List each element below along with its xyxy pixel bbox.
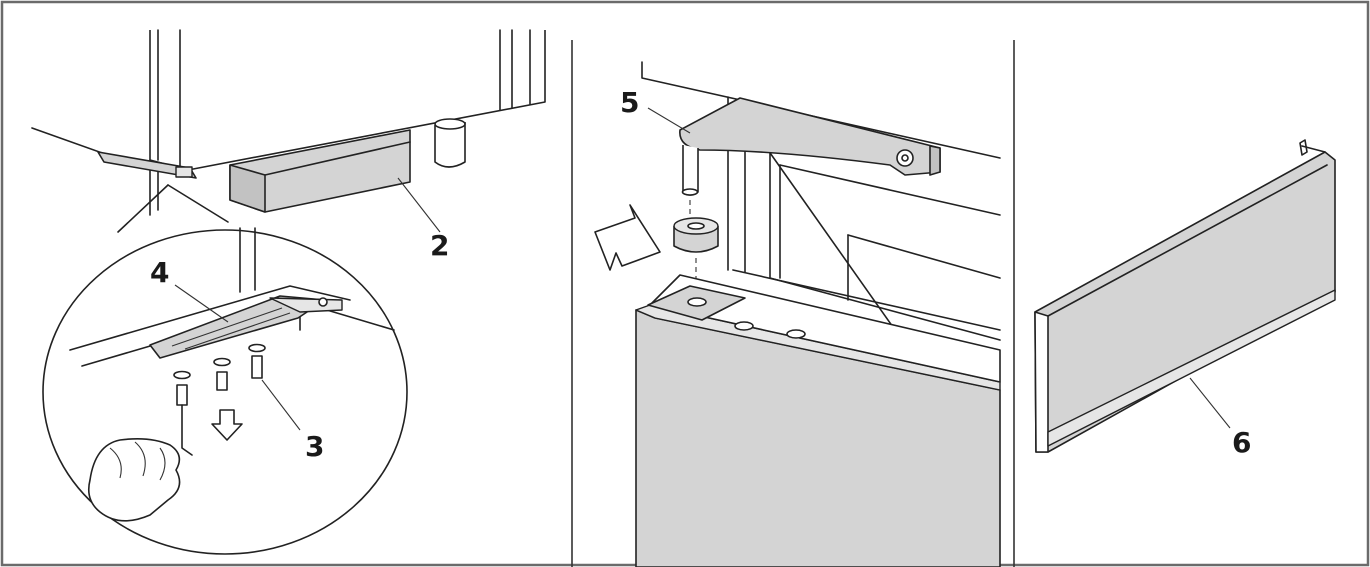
leader-2	[397, 177, 441, 233]
door-panel	[635, 269, 1001, 567]
callout-3: 3	[305, 430, 324, 463]
bracket-4-overview	[97, 151, 197, 179]
leader-6	[1189, 377, 1231, 429]
callout-5: 5	[620, 86, 639, 119]
part-5-hinge	[679, 97, 941, 222]
direction-arrow-down	[211, 409, 243, 441]
part-6-kick-panel	[1034, 139, 1336, 453]
part-3-screws	[173, 343, 266, 406]
direction-arrow	[594, 204, 661, 271]
hinge-washer	[673, 217, 719, 300]
detail-circle	[42, 184, 408, 555]
callout-6: 6	[1232, 426, 1251, 459]
panel-2-hinge-pin: 5	[594, 61, 1001, 567]
callout-2: 2	[430, 229, 449, 262]
leader-3	[261, 379, 301, 431]
panel-3-front-panel: 6	[1034, 139, 1336, 459]
leader-5	[647, 107, 691, 134]
panel-1-base-removal: 2 3 4	[31, 29, 546, 555]
leader-4	[174, 284, 229, 323]
callout-4: 4	[150, 256, 169, 289]
hand-with-hex-key	[87, 404, 193, 522]
part-2-base-block	[229, 129, 411, 213]
